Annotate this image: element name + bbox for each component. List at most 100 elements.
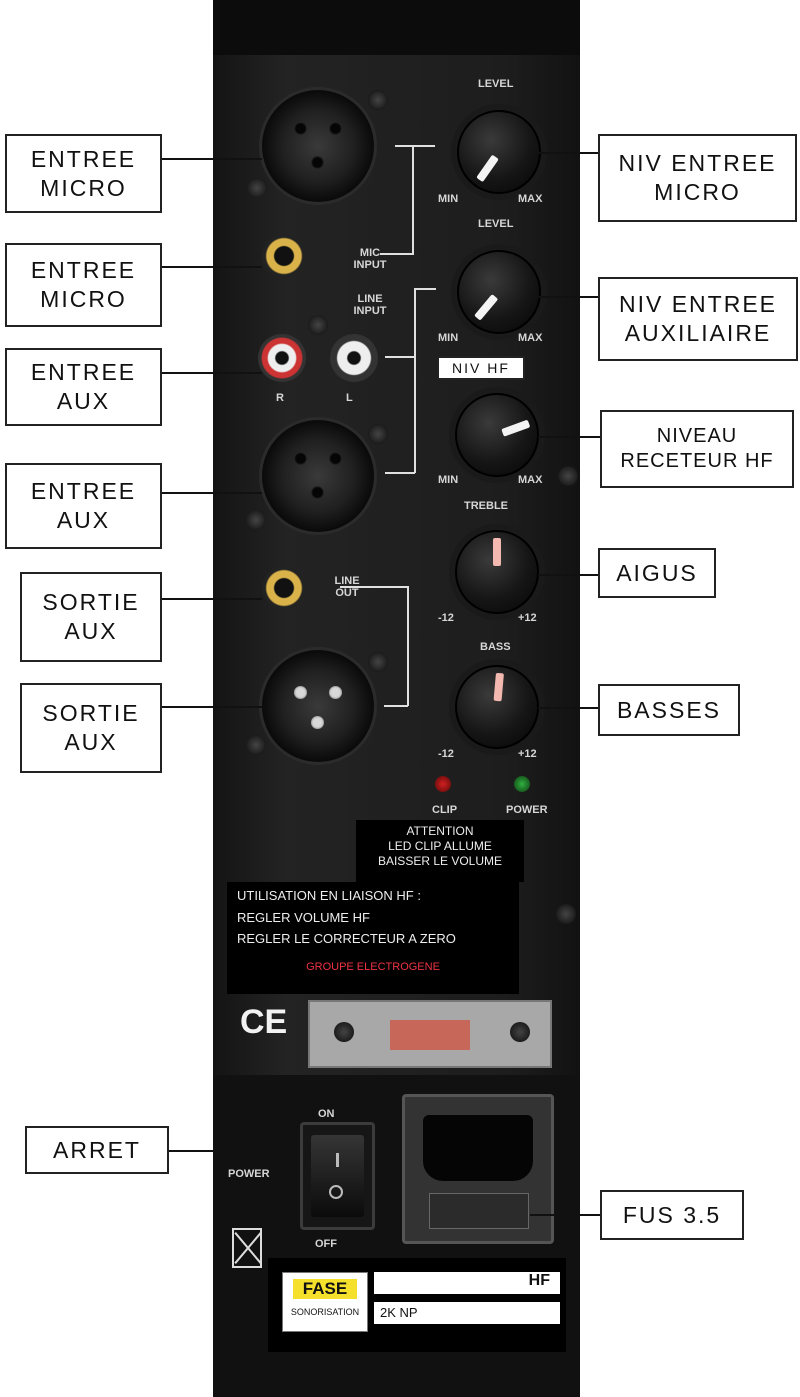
clip-warning-sticker: ATTENTION LED CLIP ALLUME BAISSER LE VOL… [356,820,524,882]
generator-label: GROUPE ELECTROGENE [306,960,440,973]
hf-receiver-level-knob[interactable] [455,393,539,477]
callout-leader [162,598,262,600]
bass-label: BASS [480,641,511,653]
rocker-paddle [311,1135,364,1217]
brand-logo: FASE SONORISATION [282,1272,368,1332]
callout-line: RECETEUR HF [620,450,774,472]
model-field: 2K NP [374,1302,560,1324]
panel-top-edge [213,0,580,55]
callout-leader [538,296,598,298]
callout-line: MICRO [40,286,127,312]
screw-icon [246,735,266,755]
aux-rca-left-connector[interactable] [330,334,378,382]
brand-name: FASE [293,1279,357,1299]
callout-line: MICRO [654,179,741,205]
aux-xlr-output-connector[interactable] [262,650,374,762]
mic-xlr-input-connector[interactable] [262,90,374,202]
bass-knob[interactable] [455,665,539,749]
brand-sub: SONORISATION [290,1307,360,1317]
mic-jack-input-connector[interactable] [262,234,306,278]
mic-level-knob[interactable] [457,110,541,194]
wiring-line [395,145,435,147]
callout-fus-3-5: FUS 3.5 [600,1190,744,1240]
serial-window [390,1020,470,1050]
callout-leader [538,152,598,154]
model-top-field: HF [374,1272,560,1294]
clip-led-indicator [435,776,451,792]
aux-jack-output-connector[interactable] [262,566,306,610]
knob-pointer [493,672,504,702]
mic-level-label: LEVEL [478,78,514,90]
power-rocker-switch[interactable] [300,1122,375,1230]
callout-line: ENTREE [30,145,137,172]
generator-banner: GROUPE ELECTROGENE [237,961,509,975]
rca-r-label: R [276,392,284,404]
callout-line: ENTREE [30,359,137,386]
aux-min-label: MIN [438,332,459,344]
warning-line: BAISSER LE VOLUME [377,854,503,868]
callout-leader [530,1214,600,1216]
callout-niv-entree-auxiliaire: NIV ENTREE AUXILIAIRE [598,277,798,361]
xlr-pin [329,686,342,699]
callout-leader [538,436,600,438]
hf-usage-sticker: UTILISATION EN LIAISON HF : REGLER VOLUM… [227,882,519,994]
wiring-line [414,288,436,290]
xlr-pin [311,486,324,499]
aux-level-knob[interactable] [457,250,541,334]
knob-pointer [474,294,499,321]
callout-sortie-aux-jack: SORTIE AUX [20,572,162,662]
power-switch-label: POWER [228,1168,270,1180]
xlr-pin [329,122,342,135]
iec-power-socket[interactable] [402,1094,554,1244]
mic-max-label: MAX [518,193,543,205]
rocker-mark-on [336,1153,339,1167]
switch-on-label: ON [318,1108,335,1120]
rca-l-label: L [346,392,353,404]
callout-line: ENTREE [30,257,137,284]
screw-icon [368,90,388,110]
line-input-label: LINE INPUT [353,293,387,317]
metal-plate [308,1000,552,1068]
aux-xlr-input-connector[interactable] [262,420,374,532]
screw-icon [246,510,266,530]
wiring-line [340,586,408,588]
callout-line: ENTREE [30,478,137,505]
wiring-line [385,472,415,474]
callout-leader [162,266,262,268]
xlr-pin [311,716,324,729]
wiring-line [407,586,409,706]
callout-line: NIV ENTREE [618,291,778,318]
callout-entree-micro-xlr: ENTREE MICRO [5,134,162,213]
power-led-indicator [514,776,530,792]
wiring-line [414,288,416,473]
screw-icon [368,424,388,444]
bass-plus12-label: +12 [518,748,537,760]
rocker-mark-off [329,1185,343,1199]
screw-icon [247,178,267,198]
treble-label: TREBLE [464,500,508,512]
callout-leader [162,158,262,160]
nameplate: FASE SONORISATION HF 2K NP [268,1258,566,1352]
aux-level-label: LEVEL [478,218,514,230]
xlr-pin [311,156,324,169]
wiring-line [385,356,415,358]
screw-icon [558,466,578,486]
hf-min-label: MIN [438,474,459,486]
treble-plus12-label: +12 [518,612,537,624]
xlr-pin [294,122,307,135]
callout-leader [162,372,262,374]
screw-icon [556,904,576,924]
callout-line: AUX [64,618,118,644]
callout-arret: ARRET [25,1126,169,1174]
callout-leader [162,492,262,494]
mic-input-label: MIC INPUT [353,247,387,271]
aux-rca-right-connector[interactable] [258,334,306,382]
usage-line: UTILISATION EN LIAISON HF : [237,888,421,903]
callout-line: AUX [64,729,118,755]
callout-niveau-receteur-hf: NIVEAU RECETEUR HF [600,410,794,488]
treble-knob[interactable] [455,530,539,614]
switch-off-label: OFF [315,1238,337,1250]
callout-line: NIV ENTREE [618,150,777,177]
callout-line: AUXILIAIRE [624,320,772,346]
callout-basses: BASSES [598,684,740,736]
